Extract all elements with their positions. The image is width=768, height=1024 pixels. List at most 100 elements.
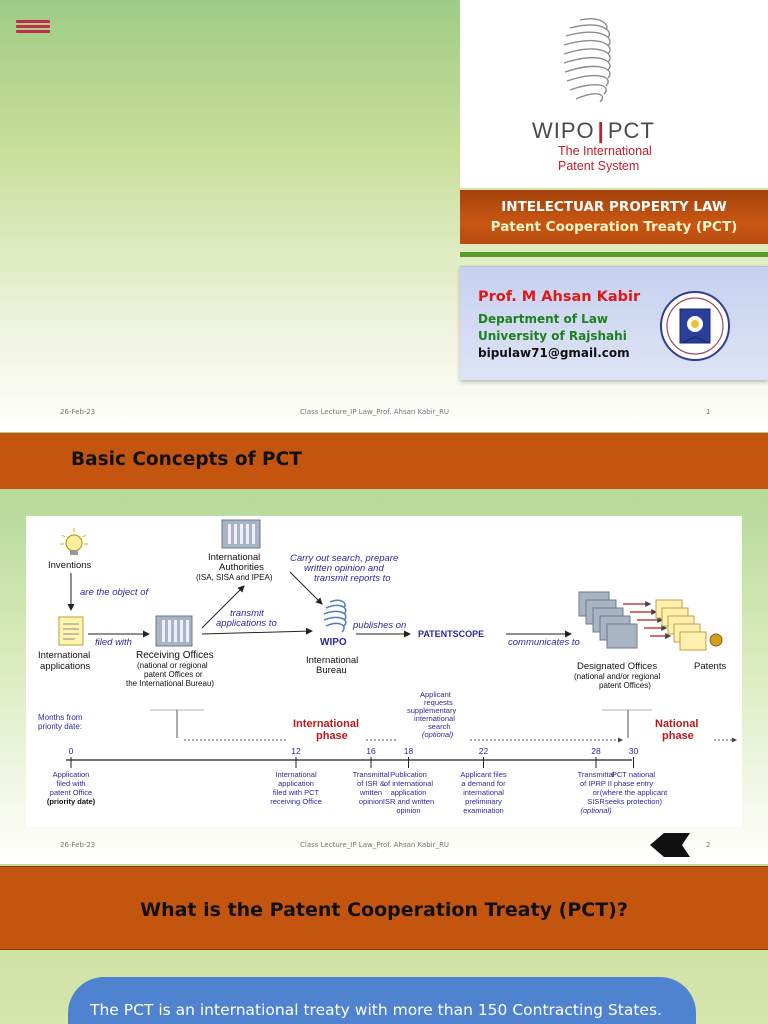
- timeline-label-16-4: opinion: [359, 797, 383, 806]
- timeline-month-16: 16: [366, 746, 376, 756]
- course-title: INTELECTUAR PROPERTY LAW: [501, 199, 727, 215]
- label-intl-phase-2: phase: [316, 730, 348, 742]
- what-is-pct-slide: What is the Patent Cooperation Treaty (P…: [0, 864, 768, 1024]
- timeline-label-30-3: (where the applicant: [600, 788, 668, 797]
- document-icon: [58, 616, 84, 646]
- timeline-month-18: 18: [404, 746, 414, 756]
- timeline-label-18-1: Publication: [390, 770, 427, 779]
- label-carry-1: Carry out search, prepare: [290, 553, 398, 564]
- timeline-month-30: 30: [629, 746, 639, 756]
- label-natl-phase-1: National: [655, 718, 698, 730]
- timeline-label-18-5: opinion: [396, 806, 420, 815]
- pct-process-diagram-svg: Inventions are the object of Internation…: [38, 519, 737, 815]
- label-intl-phase-1: International: [293, 718, 359, 730]
- timeline-label-28-1: Transmittal: [578, 770, 615, 779]
- author-name: Prof. M Ahsan Kabir: [478, 289, 641, 305]
- wipo-pct-wordmark: WIPO|PCT: [532, 118, 655, 143]
- title-slide: WIPO|PCT The International Patent System…: [0, 0, 768, 432]
- label-ro-2: (national or regional: [137, 661, 208, 670]
- footer-center: Class Lecture_IP Law_Prof. Ahsan Kabir_R…: [300, 841, 450, 849]
- label-natl-phase-2: phase: [662, 730, 694, 742]
- label-applicant-2: requests: [424, 698, 453, 707]
- author-email: bipulaw71@gmail.com: [478, 346, 630, 360]
- course-title-band: INTELECTUAR PROPERTY LAW Patent Cooperat…: [460, 190, 768, 244]
- timeline-label-0-4: (priority date): [47, 797, 96, 806]
- label-ib-2: Bureau: [316, 665, 347, 676]
- title-bar: What is the Patent Cooperation Treaty (P…: [0, 866, 768, 950]
- timeline-label-22-2: a demand for: [461, 779, 506, 788]
- wipo-globe-icon: [563, 18, 611, 103]
- patents-certificates-icon: [655, 599, 723, 651]
- wipo-tagline: The International Patent System: [558, 144, 652, 174]
- label-do-2: (national and/or regional: [574, 672, 661, 681]
- back-arrow-icon[interactable]: [650, 833, 690, 857]
- label-applicant-6: (optional): [422, 730, 454, 739]
- label-wipo: WIPO: [320, 637, 347, 648]
- label-intl-applications-1: International: [38, 650, 90, 661]
- label-inventions: Inventions: [48, 560, 92, 571]
- label-communicates-to: communicates to: [508, 637, 580, 648]
- label-ro-3: patent Offices or: [144, 670, 203, 679]
- footer-page-number: 1: [706, 408, 711, 416]
- label-carry-3: transmit reports to: [314, 573, 391, 584]
- wipo-tagline-line2: Patent System: [558, 159, 640, 173]
- label-patentscope: PATENTSCOPE: [418, 629, 484, 639]
- menu-icon[interactable]: [16, 20, 50, 34]
- wipo-small-logo-icon: [323, 599, 347, 633]
- timeline-label-28-5: (optional): [580, 806, 612, 815]
- timeline-month-22: 22: [479, 746, 489, 756]
- label-do-1: Designated Offices: [577, 661, 657, 672]
- content-bubble: The PCT is an international treaty with …: [68, 977, 696, 1024]
- timeline-label-18-2: of international: [384, 779, 434, 788]
- timeline-label-12-2: application: [278, 779, 314, 788]
- timeline-label-28-4: SISR: [587, 797, 605, 806]
- timeline-label-30-1: PCT national: [612, 770, 656, 779]
- basic-concepts-slide: Basic Concepts of PCT: [0, 432, 768, 864]
- label-months-1: Months from: [38, 713, 83, 722]
- author-department: Department of Law: [478, 312, 609, 326]
- timeline-month-0: 0: [69, 746, 74, 756]
- university-seal-icon: [660, 291, 730, 361]
- title-bar: Basic Concepts of PCT: [0, 433, 768, 489]
- label-applicant-3: supplementary: [407, 706, 456, 715]
- label-ia-2: Authorities: [219, 562, 264, 573]
- timeline-label-22-1: Applicant files: [460, 770, 507, 779]
- timeline-label-0-3: patent Office: [50, 788, 92, 797]
- label-filed-with: filed with: [95, 637, 132, 648]
- label-carry-2: written opinion and: [304, 563, 384, 574]
- divider: [460, 252, 768, 257]
- timeline-label-0-1: Application: [53, 770, 90, 779]
- footer-page-number: 2: [706, 841, 711, 849]
- pct-process-diagram: Inventions are the object of Internation…: [26, 516, 742, 827]
- receiving-office-building-icon: [155, 615, 193, 647]
- footer-center: Class Lecture_IP Law_Prof. Ahsan Kabir_R…: [300, 408, 450, 416]
- wipo-tagline-line1: The International: [558, 144, 652, 158]
- label-months-2: priority date:: [38, 722, 82, 731]
- author-university: University of Rajshahi: [478, 329, 627, 343]
- timeline-label-0-2: filed with: [56, 779, 85, 788]
- lightbulb-icon: [60, 528, 88, 555]
- label-applicant-1: Applicant: [420, 690, 452, 699]
- label-transmit-1: transmit: [230, 608, 264, 619]
- label-patents: Patents: [694, 661, 726, 672]
- timeline-label-16-3: written: [359, 788, 382, 797]
- wipo-wordmark-right: PCT: [607, 118, 655, 143]
- wipo-pct-logo: WIPO|PCT The International Patent System: [460, 0, 768, 188]
- label-do-3: patent Offices): [599, 681, 651, 690]
- timeline-label-18-3: application: [391, 788, 427, 797]
- label-intl-applications-2: applications: [40, 661, 90, 672]
- label-ib-1: International: [306, 655, 358, 666]
- label-applicant-5: search: [428, 722, 451, 731]
- timeline-label-12-1: International: [275, 770, 317, 779]
- timeline-label-28-3: or: [593, 788, 600, 797]
- timeline-label-16-2: of ISR &: [357, 779, 385, 788]
- timeline-label-18-4: ISR and written: [383, 797, 434, 806]
- slide-title: Basic Concepts of PCT: [71, 449, 302, 470]
- timeline-label-22-5: examination: [463, 806, 503, 815]
- timeline-label-16-1: Transmittal: [353, 770, 390, 779]
- label-ia-1: International: [208, 552, 260, 563]
- author-card: Prof. M Ahsan Kabir Department of Law Un…: [460, 266, 768, 380]
- timeline-month-28: 28: [591, 746, 601, 756]
- timeline-label-22-4: preliminary: [465, 797, 502, 806]
